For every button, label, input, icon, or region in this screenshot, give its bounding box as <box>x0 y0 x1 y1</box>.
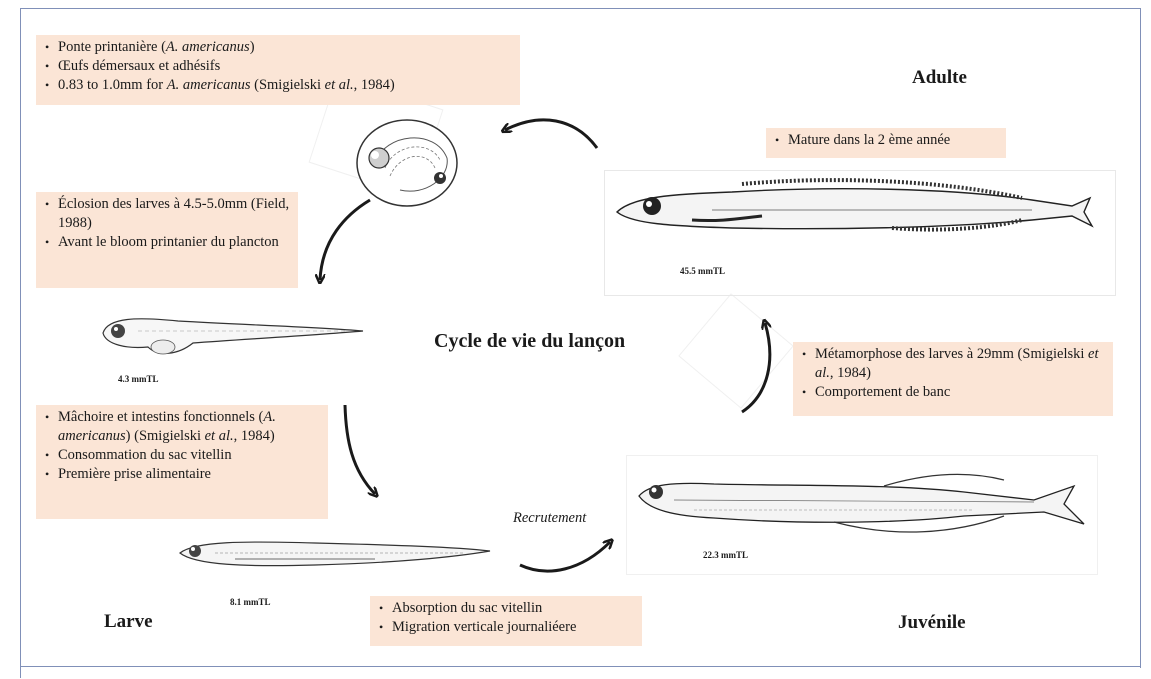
arrow-egg-to-hatch <box>320 200 370 280</box>
arrow-adult-to-egg <box>505 120 597 148</box>
arrow-larva-to-larva <box>345 405 375 494</box>
arrow-recruitment <box>520 542 610 571</box>
arrow-juvenile-to-adult <box>742 323 770 412</box>
